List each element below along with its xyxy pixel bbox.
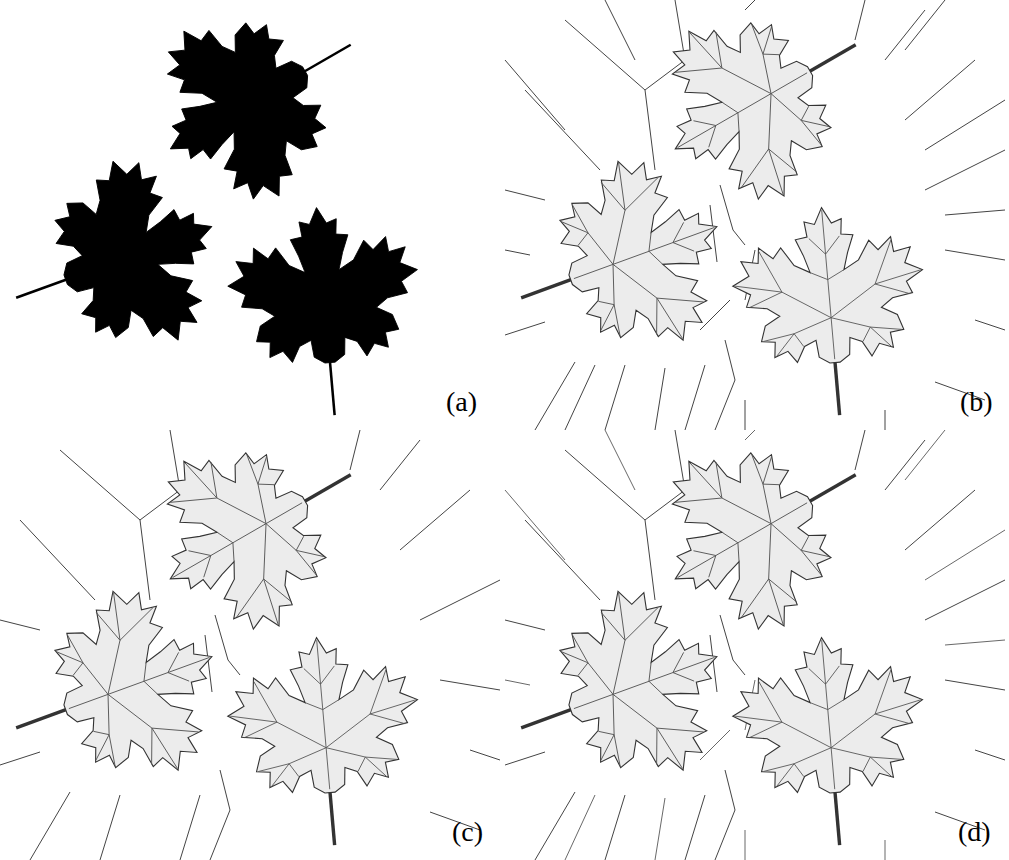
leaf [727, 629, 935, 853]
leaf [489, 137, 750, 387]
leaf [0, 137, 244, 387]
leaf [628, 392, 904, 661]
leaf [628, 0, 904, 231]
leaf [489, 567, 750, 817]
panel-label: (c) [452, 818, 483, 846]
panel-label: (a) [446, 388, 477, 416]
panel-d [489, 392, 1005, 860]
leaf [727, 199, 935, 423]
panel-b [489, 0, 1005, 430]
panel-label: (b) [960, 388, 993, 416]
leaf [222, 199, 430, 423]
leaf [222, 629, 430, 853]
leaf [0, 567, 244, 817]
panel-label: (d) [958, 818, 991, 846]
leaf [123, 0, 399, 231]
panel-c [0, 392, 500, 860]
leaf [123, 392, 399, 661]
panel-a [0, 0, 429, 423]
